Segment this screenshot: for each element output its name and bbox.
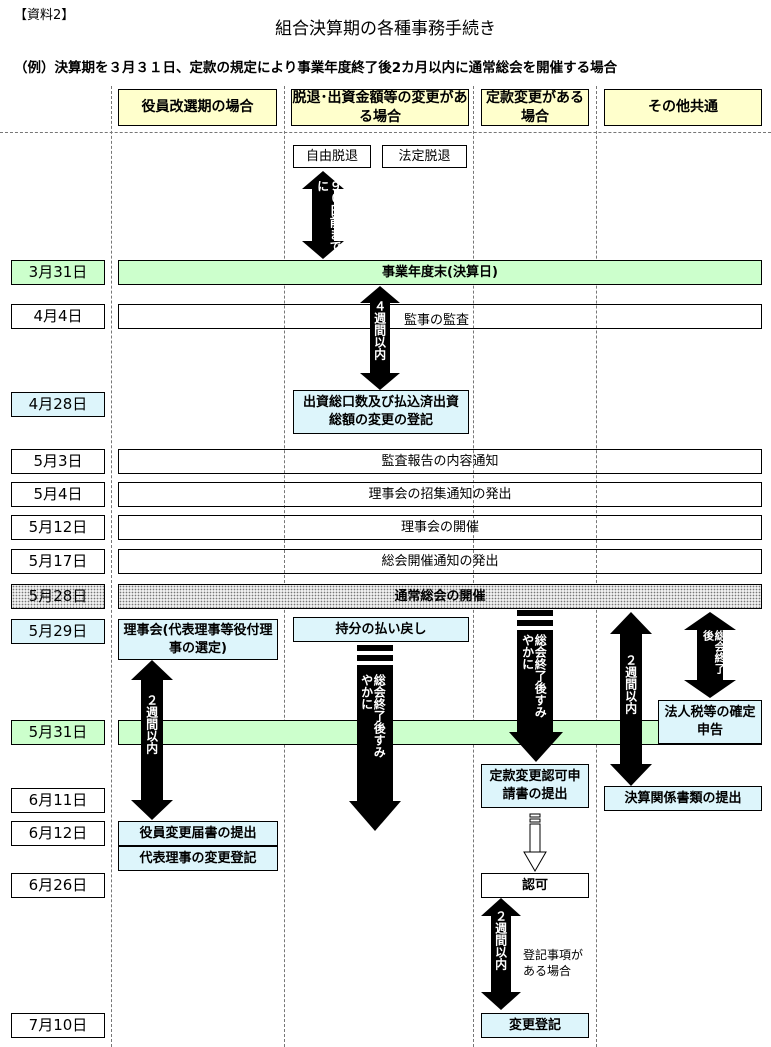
date-jun26: 6月26日: [11, 873, 105, 898]
date-jun11: 6月11日: [11, 788, 105, 813]
double-arrow-icon: [684, 612, 736, 698]
label-after-meeting: 総会終了後: [701, 630, 727, 674]
event-officer-change: 役員変更届書の提出: [118, 821, 278, 846]
date-may12: 5月12日: [11, 515, 105, 540]
column-header-bylaws: 定款変更がある場合: [481, 89, 589, 126]
date-jul10: 7月10日: [11, 1013, 105, 1038]
column-divider: [284, 86, 285, 1047]
column-header-common: その他共通: [604, 89, 762, 126]
date-may17: 5月17日: [11, 549, 105, 574]
event-audit: [118, 304, 762, 329]
page-title: 組合決算期の各種事務手続き: [275, 19, 496, 39]
event-board-notice: 理事会の招集通知の発出: [118, 482, 762, 507]
event-change-registration: 変更登記: [481, 1013, 589, 1038]
event-may31-band: [118, 720, 762, 745]
label-if-registered: 登記事項がある場合: [523, 948, 584, 978]
event-fiscal-year-end: 事業年度末(決算日): [118, 260, 762, 285]
double-arrow-icon: [610, 612, 652, 786]
label-4-weeks: ４週間以内: [372, 300, 387, 360]
double-arrow-icon: [131, 660, 173, 820]
date-may29: 5月29日: [11, 619, 105, 644]
label-2-weeks-common: ２週間以内: [623, 654, 638, 714]
event-bylaw-application: 定款変更認可申請書の提出: [481, 764, 589, 808]
date-may31: 5月31日: [11, 720, 105, 745]
date-may4: 5月4日: [11, 482, 105, 507]
date-may28: 5月28日: [11, 584, 105, 609]
label-promptly-bylaws: 総会終了後すみやかに: [520, 634, 548, 718]
page-subtitle: （例）決算期を３月３１日、定款の規定により事業年度終了後2カ月以内に通常総会を開…: [14, 60, 618, 76]
date-apr4: 4月4日: [11, 304, 105, 329]
event-approval: 認可: [481, 873, 589, 898]
event-capital-registration: 出資総口数及び払込済出資総額の変更の登記: [293, 390, 469, 434]
label-90-days: ９０日前までに: [315, 180, 343, 252]
double-arrow-icon: [360, 286, 400, 390]
event-audit-report: 監査報告の内容通知: [118, 449, 762, 474]
double-arrow-icon: [481, 898, 521, 1010]
double-arrow-icon: [302, 171, 344, 259]
down-arrow-icon: [509, 610, 563, 762]
event-general-notice: 総会開催通知の発出: [118, 549, 762, 574]
column-header-capital: 脱退･出資金額等の変更がある場合: [291, 89, 469, 126]
column-divider: [111, 86, 112, 1047]
event-board-selection: 理事会(代表理事等役付理事の選定): [118, 619, 278, 660]
event-refund: 持分の払い戻し: [293, 617, 469, 642]
column-divider: [473, 86, 474, 1047]
event-board-meeting: 理事会の開催: [118, 515, 762, 540]
date-may3: 5月3日: [11, 449, 105, 474]
event-financial-docs: 決算関係書類の提出: [604, 786, 762, 811]
event-audit-label: 監事の監査: [404, 313, 470, 328]
column-header-officers: 役員改選期の場合: [118, 89, 277, 126]
event-general-meeting: 通常総会の開催: [118, 584, 762, 609]
hollow-down-arrow-icon: [523, 813, 547, 872]
column-divider: [596, 86, 597, 1047]
label-promptly-capital: 総会終了後すみやかに: [359, 674, 387, 758]
date-apr28: 4月28日: [11, 392, 105, 417]
event-rep-registration: 代表理事の変更登記: [118, 846, 278, 871]
down-arrow-icon: [349, 645, 401, 831]
statutory-withdrawal-box: 法定脱退: [382, 145, 467, 168]
date-jun12: 6月12日: [11, 821, 105, 846]
document-label: 【資料2】: [14, 8, 75, 23]
header-divider: [0, 132, 771, 133]
label-2-weeks-bylaws: ２週間以内: [493, 910, 508, 970]
date-mar31: 3月31日: [11, 260, 105, 285]
event-tax-filing: 法人税等の確定申告: [658, 700, 762, 744]
label-2-weeks-officers: ２週間以内: [144, 694, 159, 754]
voluntary-withdrawal-box: 自由脱退: [293, 145, 371, 168]
